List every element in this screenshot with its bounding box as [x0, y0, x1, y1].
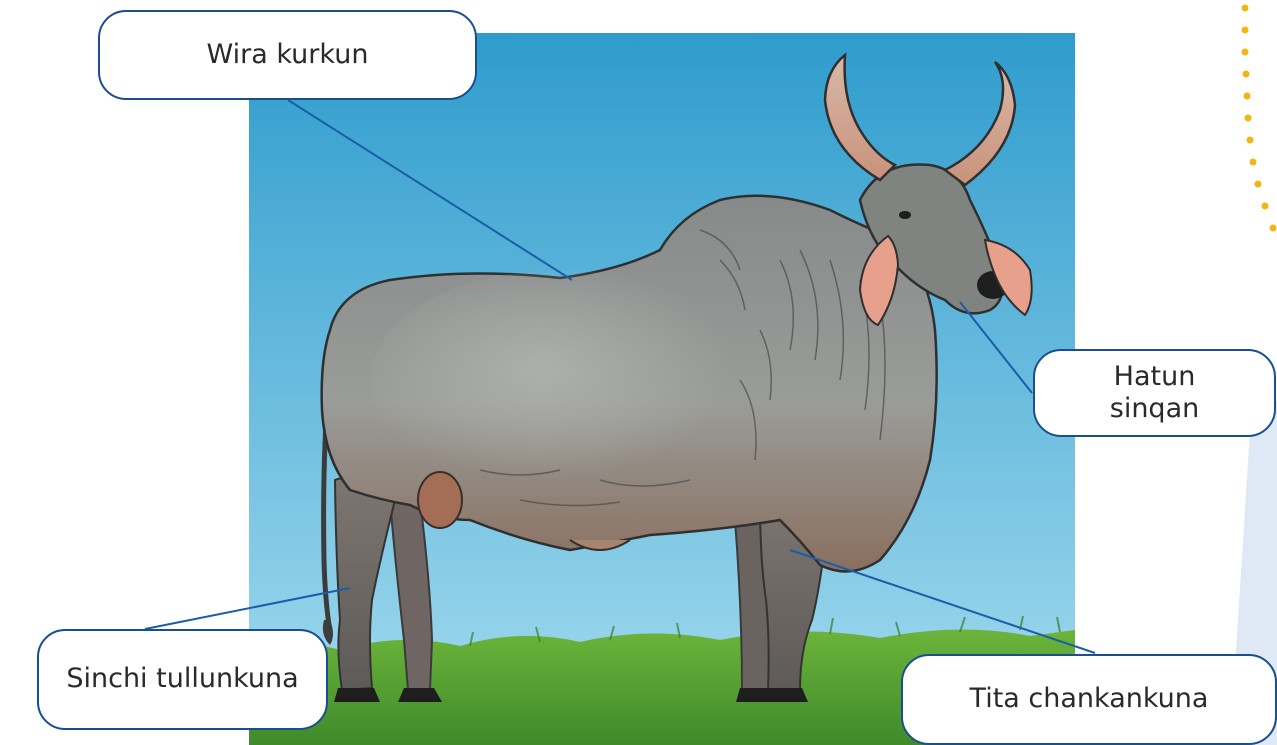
- label-hind-legs-text: Sinchi tullunkuna: [66, 663, 298, 695]
- label-front-legs: Tita chankankuna: [901, 654, 1277, 745]
- label-neck-line2: sinqan: [1110, 393, 1199, 425]
- decorative-dots: [1242, 5, 1277, 232]
- label-neck-line1: Hatun: [1114, 361, 1196, 393]
- label-neck: Hatun sinqan: [1033, 349, 1276, 437]
- label-front-legs-text: Tita chankankuna: [970, 683, 1209, 715]
- label-back-text: Wira kurkun: [207, 39, 369, 71]
- label-hind-legs: Sinchi tullunkuna: [37, 629, 328, 730]
- eye: [899, 211, 911, 219]
- scrotum: [418, 472, 462, 528]
- label-back: Wira kurkun: [98, 10, 477, 100]
